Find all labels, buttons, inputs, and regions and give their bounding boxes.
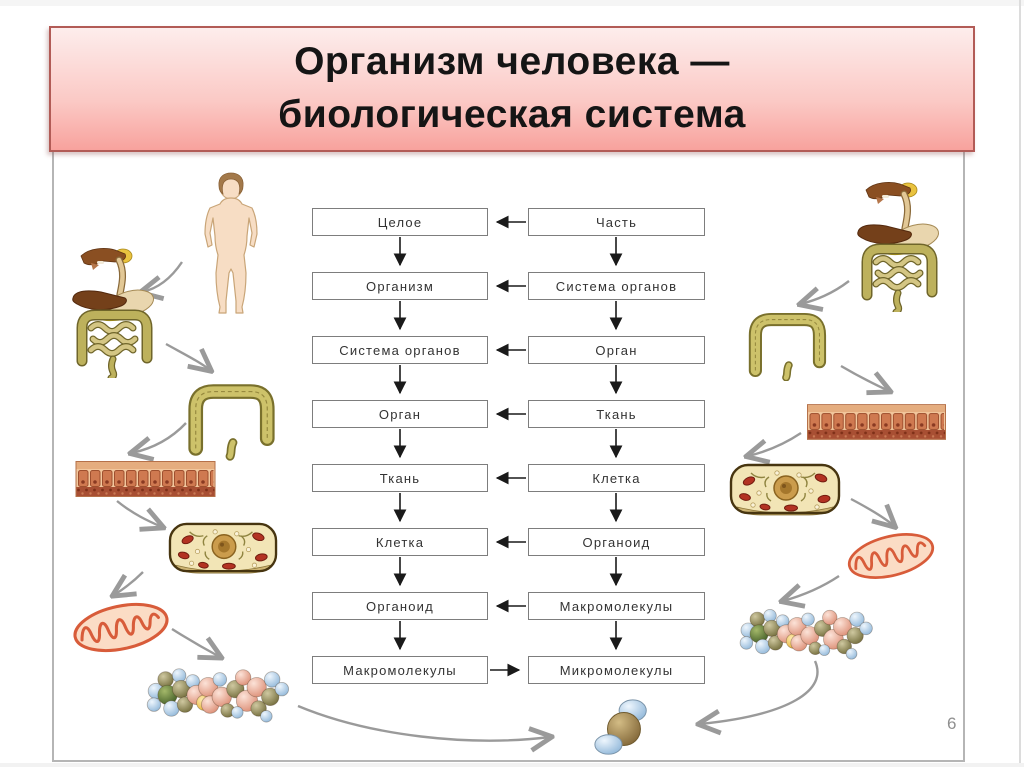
top-margin-strip [0,0,1024,6]
macromolecule-illustration-left [140,662,290,724]
flow-box-right-8: Микромолекулы [528,656,705,684]
flow-box-right-5: Клетка [528,464,705,492]
human-figure-illustration [195,172,267,316]
flowchart: Целое Часть Организм Система органов Сис… [312,208,705,684]
tissue-illustration-left [75,461,216,497]
flow-box-right-1: Часть [528,208,705,236]
flow-box-right-7: Макромолекулы [528,592,705,620]
page-number: 6 [947,714,957,733]
title-banner: Организм человека — биологическая систем… [49,26,975,152]
digestive-system-illustration-left [66,246,160,378]
digestive-system-illustration-right [852,180,944,312]
flow-box-left-8: Макромолекулы [312,656,488,684]
slide-title-line2: биологическая система [278,93,746,136]
cell-illustration-right [729,463,841,521]
tissue-illustration-right [807,404,946,440]
flow-box-right-6: Органоид [528,528,705,556]
flow-box-left-2: Организм [312,272,488,300]
flow-box-left-4: Орган [312,400,488,428]
flow-box-right-4: Ткань [528,400,705,428]
large-intestine-illustration-left [182,379,280,461]
flow-box-left-5: Ткань [312,464,488,492]
flow-box-right-2: Система органов [528,272,705,300]
flow-box-left-6: Клетка [312,528,488,556]
flow-box-left-3: Система органов [312,336,488,364]
slide-right-edge [1019,0,1021,767]
water-molecule-illustration [592,696,654,760]
flow-box-left-1: Целое [312,208,488,236]
flow-box-left-7: Органоид [312,592,488,620]
cell-illustration-left [168,522,278,579]
bottom-margin-strip [0,763,1024,767]
slide-title-line1: Организм человека — [294,40,730,84]
macromolecule-illustration-right [731,603,876,661]
flow-box-right-3: Орган [528,336,705,364]
large-intestine-illustration-right [736,309,838,381]
